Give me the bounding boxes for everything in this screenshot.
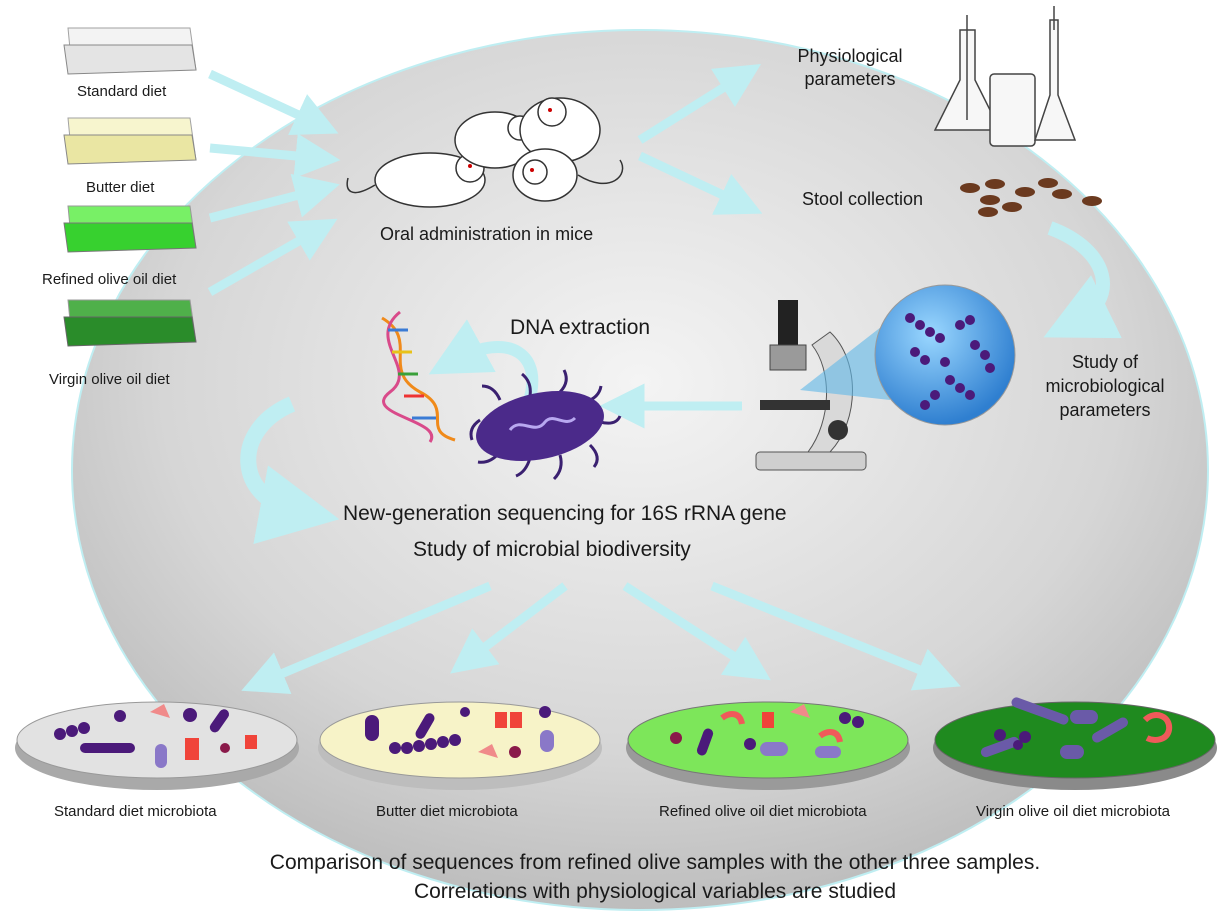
arrow-seq-to-standard — [241, 581, 492, 695]
oral-administration-label: Oral administration in mice — [380, 224, 594, 244]
arrow-mice-to-stool — [638, 151, 763, 215]
plate-bacteria — [54, 697, 1173, 768]
bacterium-icon — [469, 369, 622, 481]
diet-label-refined-olive: Refined olive oil diet — [42, 271, 177, 288]
diet-tray-butter — [63, 117, 197, 165]
sequencing-label: New-generation sequencing for 16S rRNA g… — [343, 502, 787, 525]
arrow-to-sequencing — [240, 396, 340, 545]
arrow-seq-to-virgin — [710, 581, 961, 691]
conclusion-line-2: Correlations with physiological variable… — [413, 880, 897, 903]
stool-collection-label: Stool collection — [802, 189, 924, 209]
microbiota-label-standard: Standard diet microbiota — [54, 803, 217, 820]
mice-illustration — [346, 97, 624, 208]
plate-butter — [318, 701, 602, 790]
biodiversity-label: Study of microbial biodiversity — [413, 538, 691, 561]
arrow-seq-to-butter — [450, 582, 568, 674]
arrow-standard-to-mice — [208, 69, 339, 135]
diet-tray-refined-olive — [63, 205, 197, 253]
arrow-stool-to-microbiological — [1043, 221, 1122, 339]
arrow-butter-to-mice — [209, 133, 341, 179]
microbiota-label-refined-olive: Refined olive oil diet microbiota — [659, 803, 867, 820]
plate-refined-olive — [626, 701, 910, 790]
dna-extraction-label: DNA extraction — [510, 316, 651, 339]
diet-tray-standard — [63, 27, 197, 75]
stool-pellets-icon — [960, 178, 1102, 217]
conclusion-line-1: Comparison of sequences from refined oli… — [269, 851, 1041, 874]
arrow-seq-to-refined — [622, 582, 771, 681]
dna-helix-icon — [381, 310, 456, 443]
microbiota-label-butter: Butter diet microbiota — [376, 803, 518, 820]
arrow-virgin-to-mice — [207, 218, 338, 296]
diet-label-butter: Butter diet — [86, 179, 155, 196]
microbiota-label-virgin-olive: Virgin olive oil diet microbiota — [976, 803, 1170, 820]
microbiological-parameters-label: Study of microbiological parameters — [1045, 352, 1165, 420]
lab-glassware-icon — [933, 6, 1077, 147]
physiological-parameters-label: Physiological parameters — [797, 46, 903, 89]
diet-label-standard: Standard diet — [77, 83, 167, 100]
arrow-refined-to-mice — [208, 173, 340, 223]
diet-label-virgin-olive: Virgin olive oil diet — [49, 371, 170, 388]
diet-tray-virgin-olive — [63, 299, 197, 347]
arrow-mice-to-physiological — [637, 64, 762, 144]
magnified-bacteria-lens — [800, 284, 1016, 426]
